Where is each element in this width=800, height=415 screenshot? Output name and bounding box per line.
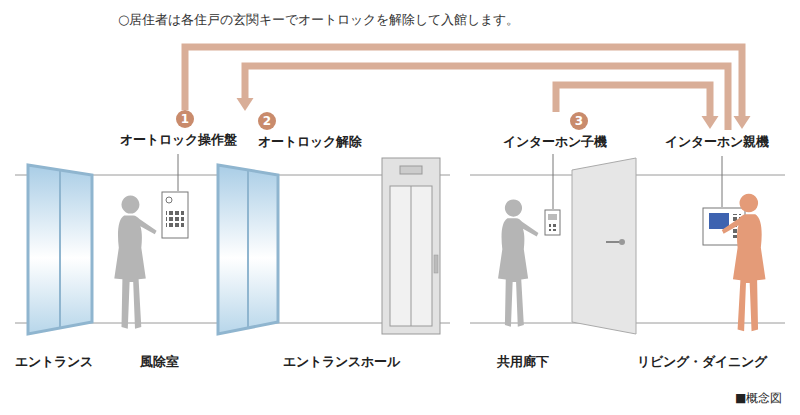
signal-arrow [237, 66, 729, 130]
autolock-panel [162, 154, 188, 238]
glass-door [218, 165, 278, 334]
note-title: ○居住者は各住戸の玄関キーでオートロックを解除して入館します。 [118, 11, 519, 29]
label-node: 1 オートロック操作盤 [118, 110, 237, 149]
part-label: インターホン親機 [665, 134, 769, 151]
label-node: 2 オートロック解除 [236, 112, 362, 151]
area-label: リビング・ダイニング [637, 353, 767, 371]
glass-door [28, 165, 92, 334]
part-label: インターホン子機 [503, 134, 607, 151]
callout-number: 3 [570, 112, 588, 130]
signal-arrow [556, 85, 719, 129]
label-node: インターホン親機 [662, 130, 769, 151]
intercom-sub [545, 154, 560, 235]
area-label: 風除室 [140, 353, 179, 371]
connector-line [185, 47, 742, 118]
resident-figure [114, 196, 156, 329]
label-node: 3 インターホン子機 [500, 112, 607, 151]
part-label: オートロック操作盤 [120, 132, 237, 149]
area-label: 共用廊下 [497, 353, 549, 371]
callout-number: 1 [176, 110, 194, 128]
part-label: オートロック解除 [258, 134, 362, 151]
area-label: エントランス [15, 353, 93, 371]
private-door [572, 158, 636, 334]
callout-number: 2 [258, 112, 276, 130]
area-label: エントランスホール [283, 353, 400, 371]
resident-figure [722, 194, 766, 332]
arrowhead [702, 116, 719, 129]
signal-arrow [185, 47, 751, 129]
visitor-figure [498, 199, 538, 326]
caption: ■概念図 [735, 390, 782, 407]
arrowhead [734, 116, 751, 129]
connector-line [245, 66, 728, 130]
elevator [382, 158, 440, 334]
arrowhead [237, 98, 254, 111]
